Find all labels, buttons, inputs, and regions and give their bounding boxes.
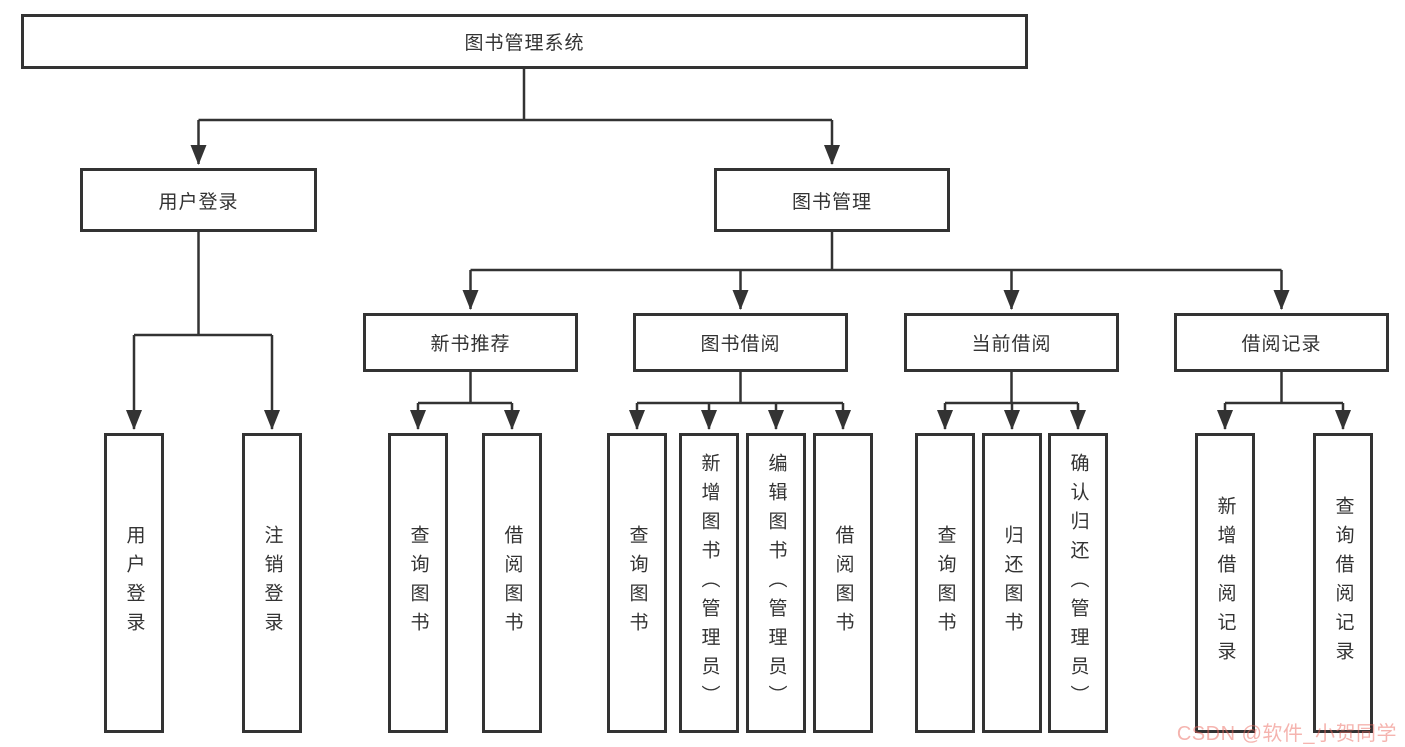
- leaf-cb-confirm-return-admin-label: 确认归还（管理员）: [1067, 452, 1089, 714]
- leaf-br-query-record-label: 查询借阅记录: [1332, 496, 1354, 670]
- leaf-logout-label: 注销登录: [261, 525, 283, 641]
- node-borrow-record: 借阅记录: [1174, 313, 1389, 372]
- leaf-bb-add-books-admin-label: 新增图书（管理员）: [698, 452, 720, 714]
- leaf-bb-borrow-books-label: 借阅图书: [832, 525, 854, 641]
- leaf-br-add-record-label: 新增借阅记录: [1214, 496, 1236, 670]
- connector-new-book-rec-trunk: [418, 372, 512, 405]
- node-user-login-label: 用户登录: [158, 191, 239, 213]
- node-new-book-rec: 新书推荐: [363, 313, 578, 372]
- connector-user-login-trunk: [134, 232, 272, 337]
- node-current-borrow: 当前借阅: [904, 313, 1119, 372]
- node-book-mgmt: 图书管理: [714, 168, 950, 232]
- leaf-bb-query-books-label: 查询图书: [626, 525, 648, 641]
- leaf-bb-borrow-books: 借阅图书: [813, 433, 873, 733]
- connector-book-mgmt-trunk: [470, 232, 1282, 272]
- node-user-login: 用户登录: [80, 168, 317, 232]
- leaf-cb-return-books-label: 归还图书: [1001, 525, 1023, 641]
- connector-current-borrow-trunk: [945, 372, 1078, 405]
- leaf-bb-edit-books-admin-label: 编辑图书（管理员）: [765, 452, 787, 714]
- node-new-book-rec-label: 新书推荐: [430, 334, 511, 355]
- leaf-nbr-borrow-books-label: 借阅图书: [501, 525, 523, 641]
- leaf-cb-query-books-label: 查询图书: [934, 525, 956, 641]
- leaf-cb-query-books: 查询图书: [915, 433, 975, 733]
- node-book-borrow: 图书借阅: [633, 313, 848, 372]
- node-borrow-record-label: 借阅记录: [1241, 334, 1322, 355]
- leaf-bb-query-books: 查询图书: [607, 433, 667, 733]
- leaf-cb-confirm-return-admin: 确认归还（管理员）: [1048, 433, 1108, 733]
- node-root: 图书管理系统: [21, 14, 1028, 69]
- connector-borrow-record-trunk: [1225, 372, 1343, 405]
- csdn-watermark: CSDN @软件_小贺同学: [1176, 723, 1397, 745]
- node-root-label: 图书管理系统: [464, 33, 585, 54]
- connector-root-trunk: [198, 69, 832, 122]
- leaf-bb-add-books-admin: 新增图书（管理员）: [679, 433, 739, 733]
- node-book-mgmt-label: 图书管理: [791, 191, 872, 213]
- leaf-br-query-record: 查询借阅记录: [1313, 433, 1373, 733]
- leaf-user-login: 用户登录: [104, 433, 164, 733]
- leaf-user-login-label: 用户登录: [123, 525, 145, 641]
- leaf-bb-edit-books-admin: 编辑图书（管理员）: [746, 433, 806, 733]
- node-book-borrow-label: 图书借阅: [700, 334, 781, 355]
- leaf-nbr-query-books-label: 查询图书: [407, 525, 429, 641]
- leaf-nbr-borrow-books: 借阅图书: [482, 433, 542, 733]
- node-current-borrow-label: 当前借阅: [971, 334, 1052, 355]
- leaf-nbr-query-books: 查询图书: [388, 433, 448, 733]
- leaf-logout: 注销登录: [242, 433, 302, 733]
- leaf-br-add-record: 新增借阅记录: [1195, 433, 1255, 733]
- leaf-cb-return-books: 归还图书: [982, 433, 1042, 733]
- connector-book-borrow-trunk: [637, 372, 843, 405]
